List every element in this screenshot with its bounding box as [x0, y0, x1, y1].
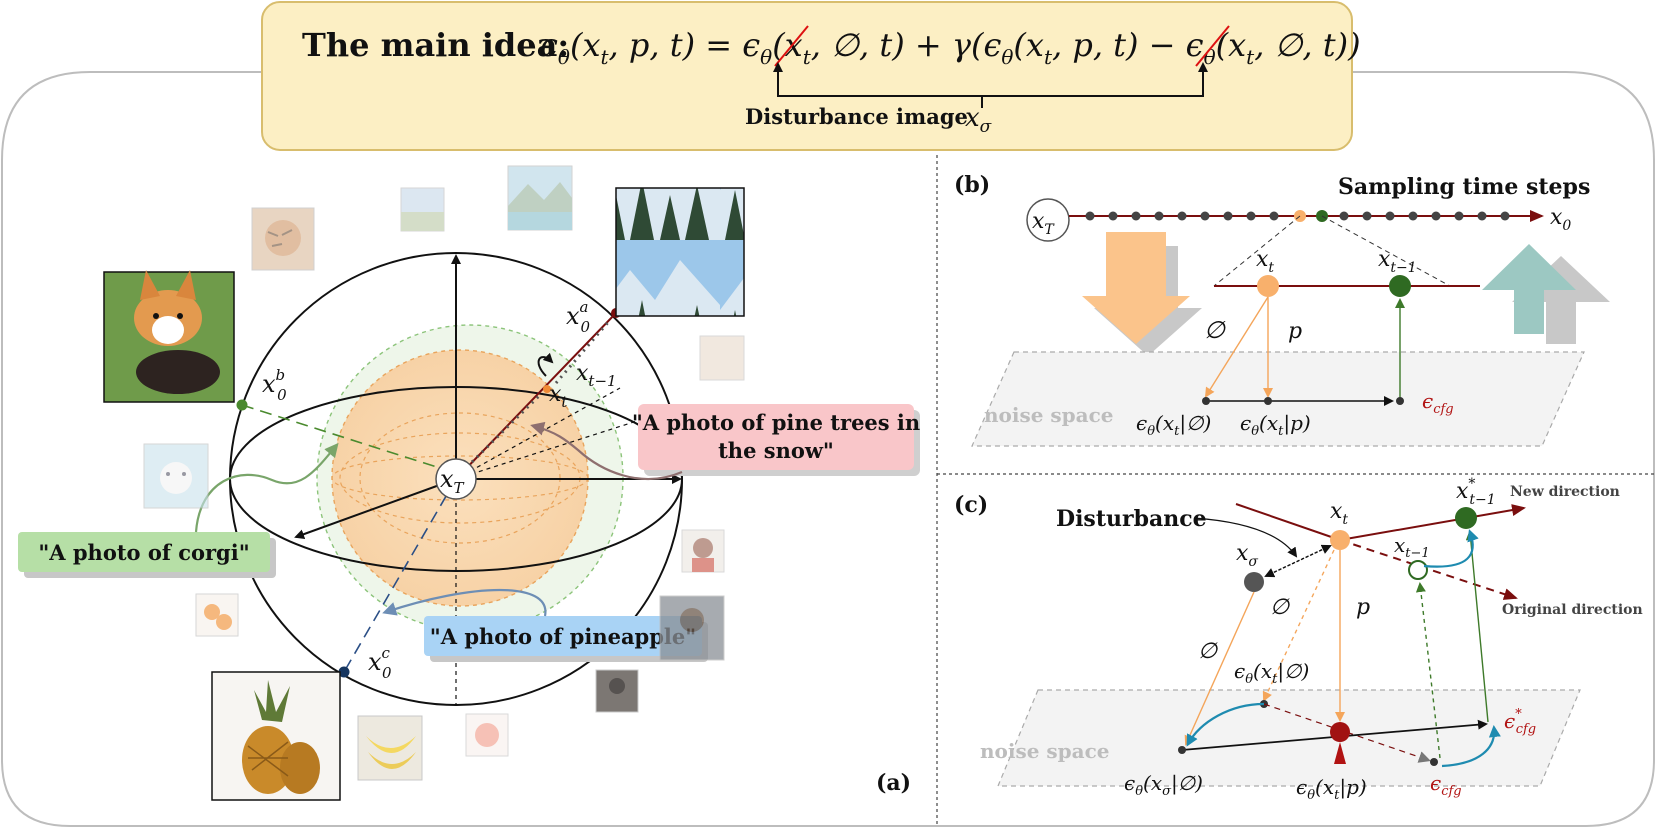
- p-label-c: p: [1356, 595, 1370, 620]
- xstar-label-c: x*t−1: [1456, 476, 1496, 508]
- corgi-arrow: [194, 442, 339, 533]
- thumbnail-sand: [699, 335, 745, 381]
- xt-label-b: xt: [1256, 247, 1274, 276]
- prompt-corgi-text: "A photo of corgi": [38, 540, 249, 565]
- prompt-pine-line2: the snow": [718, 438, 834, 463]
- sampling-time-steps-title: Sampling time steps: [1338, 174, 1590, 200]
- thumbnail-person: [681, 529, 725, 573]
- x0c-point: [338, 666, 350, 678]
- noise-plane-b: [971, 351, 1585, 447]
- eps-p-label-c: ϵθ(xt|p): [1296, 775, 1367, 803]
- xsigma-label: xσ: [1236, 541, 1258, 570]
- null-label-c1: ∅: [1270, 595, 1290, 620]
- prompt-corgi-box: [18, 532, 270, 572]
- thumbnail-orange: [195, 593, 239, 637]
- thumbnail-banana: [357, 715, 423, 781]
- xt-label-a: xt: [549, 382, 568, 411]
- eps-p-node-c: [1330, 722, 1350, 742]
- thumbnail-landscape: [400, 187, 445, 232]
- eps-null-label-b: ϵθ(xt|∅): [1136, 411, 1211, 439]
- new-direction-label: New direction: [1510, 484, 1620, 500]
- thumbnail-cat: [143, 443, 209, 509]
- timeline-dots: [1085, 211, 1510, 221]
- disturbance-image-label: Disturbance image: [745, 104, 968, 129]
- up-arrow-icon: [1482, 244, 1610, 344]
- eps-p-label-b: ϵθ(xt|p): [1240, 411, 1311, 439]
- main-idea-equation: ϵθ(xt, p, t) = ϵθ(xt, ∅, t) + γ(ϵθ(xt, p…: [540, 26, 1361, 69]
- xt1-hollow-node-c: [1408, 560, 1428, 580]
- prompt-pine-line1: "A photo of pine trees in: [632, 410, 920, 435]
- main-idea-box: [261, 1, 1353, 151]
- xt1-label-a: xt−1: [576, 361, 617, 390]
- xt1-label-b: xt−1: [1378, 247, 1417, 276]
- eps-null-label-c: ϵθ(xt|∅): [1234, 659, 1309, 687]
- xT-start-label: xT: [1032, 209, 1055, 238]
- prompt-pineapple-text: "A photo of pineapple": [430, 624, 696, 649]
- thumbnail-grapefruit: [465, 713, 509, 757]
- path-to-x0b: [241, 404, 441, 469]
- panel-a-tag: (a): [876, 770, 911, 796]
- outer-frame: [1, 71, 1655, 827]
- xt1-label-c: xt−1: [1394, 533, 1430, 561]
- x0-end-label: x0: [1550, 205, 1571, 234]
- xt1-node-b: [1389, 275, 1411, 297]
- original-trajectory-c: [1235, 503, 1341, 541]
- panel-c: (c) Disturbance New direction Original d…: [954, 476, 1643, 803]
- xsigma-node: [1244, 572, 1264, 592]
- thumbnail-snow-forest: [615, 187, 745, 317]
- p-label-b: p: [1288, 319, 1302, 344]
- down-arrow-icon: [1082, 232, 1202, 356]
- xt-node-b: [1257, 275, 1279, 297]
- xt-node-c: [1330, 530, 1350, 550]
- xT-start-node: [1026, 198, 1070, 242]
- main-idea-label: The main idea:: [302, 26, 569, 64]
- panel-c-tag: (c): [954, 492, 988, 518]
- xstar-node-c: [1455, 507, 1477, 529]
- noise-space-label-b: noise space: [984, 403, 1114, 427]
- thumbnail-pineapple: [211, 671, 341, 801]
- original-direction-label: Original direction: [1502, 602, 1643, 618]
- noise-space-label-c: noise space: [980, 739, 1110, 763]
- prompt-pine-box: [638, 404, 914, 470]
- strike-1: [774, 25, 809, 67]
- thumbnail-corgi: [103, 270, 235, 403]
- null-label-b: ∅: [1204, 316, 1226, 344]
- xT-label: xT: [440, 465, 465, 497]
- thumbnail-mountain-lake: [507, 165, 573, 231]
- panel-b-tag: (b): [954, 172, 990, 198]
- pine-arrow: [530, 421, 683, 481]
- x0b-point: [236, 399, 248, 411]
- thumbnail-person-small: [595, 669, 639, 713]
- prompt-pineapple-box: [424, 616, 702, 656]
- disturbance-label-c: Disturbance: [1056, 506, 1207, 532]
- pineapple-arrow: [382, 589, 547, 617]
- thumbnail-portrait: [659, 595, 725, 661]
- thumbnail-tiger: [251, 207, 315, 271]
- strike-2: [1195, 25, 1230, 67]
- xt-label-c: xt: [1330, 499, 1348, 528]
- null-label-c2: ∅: [1198, 639, 1218, 664]
- panel-b: (b) Sampling time steps xT x0: [954, 172, 1610, 447]
- new-direction-line: [1339, 504, 1526, 541]
- xT-node: [435, 458, 477, 500]
- original-direction-line: [1339, 539, 1518, 600]
